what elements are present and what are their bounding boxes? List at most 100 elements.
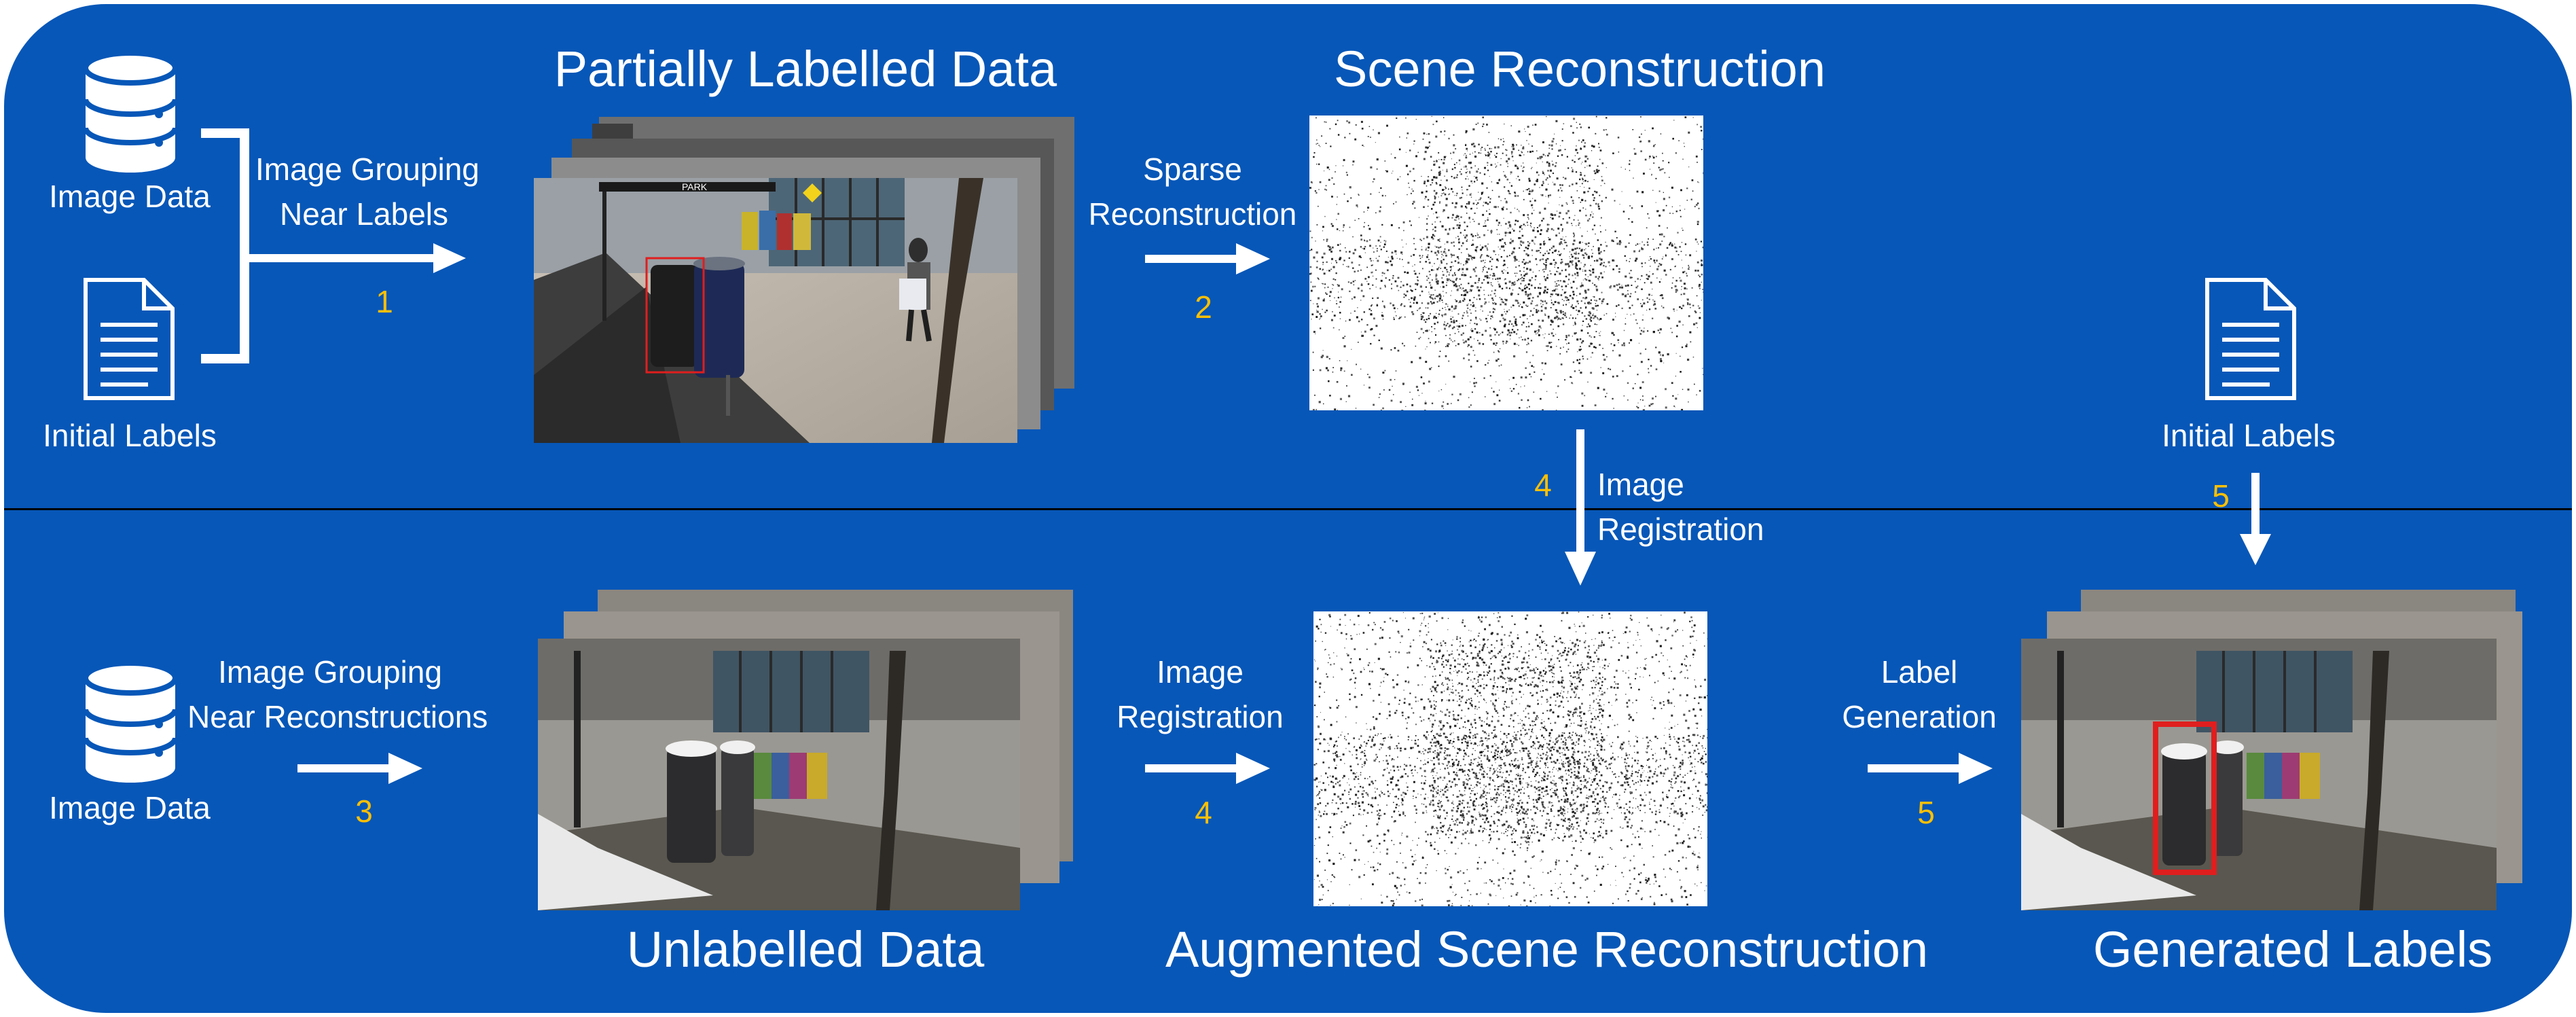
point-cloud-point bbox=[1613, 285, 1616, 287]
point-cloud-point bbox=[1490, 339, 1492, 341]
point-cloud-point bbox=[1352, 164, 1354, 166]
point-cloud-point bbox=[1361, 801, 1364, 804]
point-cloud-point bbox=[1588, 796, 1590, 798]
point-cloud-point bbox=[1607, 726, 1610, 728]
point-cloud-point bbox=[1432, 238, 1434, 240]
point-cloud-point bbox=[1423, 332, 1424, 334]
point-cloud-point bbox=[1451, 242, 1453, 244]
point-cloud-point bbox=[1574, 257, 1577, 260]
point-cloud-point bbox=[1455, 277, 1458, 280]
point-cloud-point bbox=[1595, 677, 1597, 679]
point-cloud-point bbox=[1406, 728, 1408, 730]
point-cloud-point bbox=[1349, 319, 1351, 321]
point-cloud-point bbox=[1493, 707, 1495, 709]
point-cloud-point bbox=[1560, 312, 1562, 314]
point-cloud-point bbox=[1540, 156, 1543, 158]
point-cloud-point bbox=[1517, 393, 1519, 395]
arrow-right-icon[interactable] bbox=[297, 751, 427, 785]
arrow-down-icon[interactable] bbox=[2238, 473, 2272, 568]
point-cloud-point bbox=[1523, 166, 1525, 168]
point-cloud-point bbox=[1576, 300, 1579, 302]
point-cloud-point bbox=[1570, 253, 1572, 255]
point-cloud-point bbox=[1665, 388, 1667, 391]
point-cloud-point bbox=[1459, 224, 1461, 227]
point-cloud-point bbox=[1344, 763, 1345, 764]
point-cloud-point bbox=[1500, 158, 1502, 160]
point-cloud-point bbox=[1652, 145, 1655, 147]
point-cloud-point bbox=[1462, 696, 1464, 698]
point-cloud-point bbox=[1584, 179, 1586, 181]
point-cloud-point bbox=[1578, 197, 1580, 198]
point-cloud-point bbox=[1452, 683, 1453, 684]
point-cloud-point bbox=[1513, 316, 1515, 318]
point-cloud-point bbox=[1430, 342, 1431, 344]
point-cloud-point bbox=[1564, 379, 1565, 381]
point-cloud-point bbox=[1551, 754, 1553, 756]
point-cloud-point bbox=[1514, 778, 1517, 781]
point-cloud-point bbox=[1471, 245, 1473, 246]
arrow-down-icon[interactable] bbox=[1563, 429, 1597, 588]
point-cloud-point bbox=[1692, 635, 1694, 637]
point-cloud-point bbox=[1597, 741, 1599, 743]
arrow-right-icon[interactable] bbox=[1145, 242, 1274, 276]
point-cloud-point bbox=[1475, 177, 1478, 179]
point-cloud-point bbox=[1561, 204, 1563, 207]
point-cloud-point bbox=[1478, 168, 1479, 170]
point-cloud-point bbox=[1542, 806, 1545, 808]
point-cloud-point bbox=[1560, 224, 1563, 226]
point-cloud-point bbox=[1673, 310, 1675, 312]
point-cloud-point bbox=[1594, 404, 1597, 406]
point-cloud-point bbox=[1540, 833, 1542, 836]
point-cloud-point bbox=[1483, 123, 1485, 125]
point-cloud-point bbox=[1538, 310, 1539, 311]
point-cloud-point bbox=[1466, 823, 1469, 826]
point-cloud-point bbox=[1584, 315, 1586, 317]
point-cloud-point bbox=[1535, 902, 1536, 904]
point-cloud-point bbox=[1673, 811, 1675, 814]
point-cloud-point bbox=[1540, 300, 1542, 302]
point-cloud-point bbox=[1506, 179, 1509, 181]
point-cloud-point bbox=[1567, 263, 1570, 266]
point-cloud-point bbox=[1366, 812, 1369, 814]
point-cloud-point bbox=[1417, 151, 1419, 154]
point-cloud-point bbox=[1650, 749, 1652, 750]
arrow-right-icon[interactable] bbox=[1145, 751, 1274, 785]
point-cloud-point bbox=[1494, 801, 1497, 804]
point-cloud-point bbox=[1572, 264, 1574, 266]
point-cloud-point bbox=[1470, 759, 1472, 761]
point-cloud-point bbox=[1692, 304, 1694, 306]
point-cloud-point bbox=[1654, 308, 1657, 310]
point-cloud-point bbox=[1316, 819, 1317, 821]
point-cloud-point bbox=[1522, 241, 1525, 244]
point-cloud-point bbox=[1434, 195, 1436, 197]
point-cloud-point bbox=[1312, 285, 1314, 288]
point-cloud-point bbox=[1508, 221, 1510, 224]
point-cloud-point bbox=[1600, 708, 1603, 711]
point-cloud-point bbox=[1346, 266, 1347, 267]
point-cloud-point bbox=[1578, 362, 1580, 364]
point-cloud-point bbox=[1606, 303, 1609, 305]
point-cloud-point bbox=[1465, 838, 1466, 840]
point-cloud-point bbox=[1466, 226, 1468, 228]
point-cloud-point bbox=[1689, 303, 1691, 306]
point-cloud-point bbox=[1593, 284, 1596, 286]
point-cloud-point bbox=[1620, 166, 1622, 168]
point-cloud-point bbox=[1631, 221, 1633, 223]
point-cloud-point bbox=[1413, 712, 1415, 714]
point-cloud-point bbox=[1368, 804, 1370, 806]
point-cloud-point bbox=[1681, 346, 1684, 349]
point-cloud-point bbox=[1423, 180, 1426, 183]
point-cloud-point bbox=[1581, 284, 1583, 287]
point-cloud-point bbox=[1570, 739, 1572, 741]
point-cloud-point bbox=[1528, 643, 1530, 645]
point-cloud-point bbox=[1416, 332, 1418, 333]
point-cloud-point bbox=[1660, 133, 1662, 135]
point-cloud-point bbox=[1557, 796, 1559, 798]
point-cloud-point bbox=[1428, 338, 1430, 340]
point-cloud-point bbox=[1558, 251, 1560, 253]
point-cloud-point bbox=[1411, 855, 1413, 858]
point-cloud-point bbox=[1663, 198, 1665, 200]
point-cloud-point bbox=[1475, 317, 1477, 319]
point-cloud-point bbox=[1548, 224, 1550, 226]
point-cloud-point bbox=[1427, 146, 1429, 149]
